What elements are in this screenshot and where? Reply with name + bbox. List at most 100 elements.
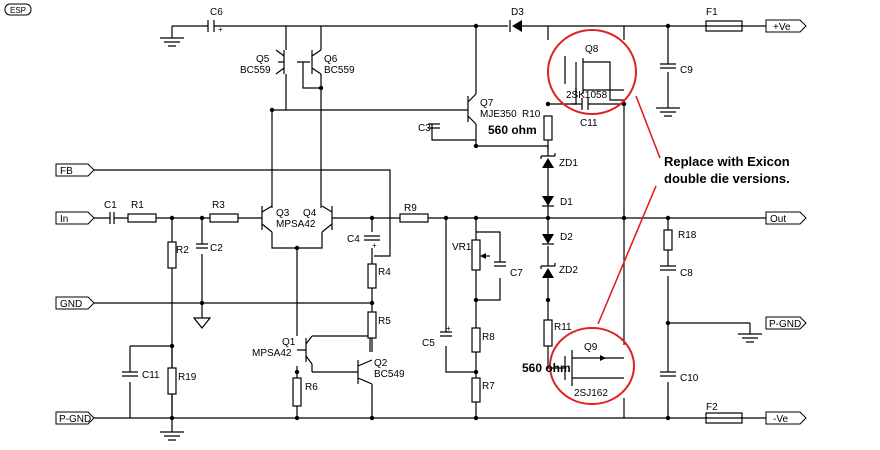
wiring: [94, 25, 766, 432]
svg-text:P-GND: P-GND: [59, 414, 91, 425]
svg-text:BC549: BC549: [374, 369, 405, 380]
svg-text:C5: C5: [422, 338, 435, 349]
svg-text:BC559: BC559: [324, 65, 355, 76]
svg-text:C11: C11: [142, 370, 160, 381]
svg-text:Q6: Q6: [324, 54, 338, 65]
svg-text:R7: R7: [482, 381, 495, 392]
svg-text:Q5: Q5: [256, 54, 270, 65]
resistor-vr1: [471, 239, 481, 271]
svg-text:R3: R3: [212, 200, 225, 211]
svg-text:R19: R19: [178, 372, 197, 383]
port-vminus: -Ve: [765, 411, 807, 425]
svg-text:+: +: [218, 25, 223, 34]
svg-text:R1: R1: [131, 200, 144, 211]
resistor-r19: [167, 367, 177, 395]
resistor-r11: [543, 319, 553, 347]
svg-text:R11: R11: [554, 322, 572, 333]
svg-text:+: +: [372, 241, 377, 250]
mosfet-annotation: Replace with Exicon double die versions.: [547, 29, 790, 405]
svg-text:MJE350: MJE350: [480, 109, 517, 120]
port-pgnd-left: P-GND: [55, 411, 95, 425]
resistors: [127, 115, 673, 407]
svg-text:Out: Out: [770, 214, 786, 225]
svg-text:Q3: Q3: [276, 208, 290, 219]
svg-text:F1: F1: [706, 7, 718, 18]
ground-symbols: [160, 37, 762, 441]
resistor-r6: [292, 377, 302, 407]
resistor-r4: [367, 263, 377, 289]
svg-text:R4: R4: [378, 267, 391, 278]
svg-text:BC559: BC559: [240, 65, 271, 76]
resistor-r9: [399, 213, 429, 223]
junctions: [169, 23, 671, 421]
svg-text:C6: C6: [210, 7, 223, 18]
svg-text:FB: FB: [60, 166, 73, 177]
port-pgnd-right: P-GND: [765, 316, 807, 330]
svg-text:C9: C9: [680, 65, 693, 76]
resistor-r5: [367, 311, 377, 339]
svg-text:C4: C4: [347, 234, 360, 245]
svg-text:R6: R6: [305, 382, 318, 393]
resistor-r2: [167, 241, 177, 269]
svg-text:C3: C3: [418, 123, 431, 134]
svg-text:In: In: [60, 214, 68, 225]
port-vplus: +Ve: [765, 19, 807, 33]
svg-text:560 ohm: 560 ohm: [488, 123, 537, 137]
diodes: [509, 20, 556, 278]
svg-text:C11: C11: [580, 118, 598, 129]
svg-text:C1: C1: [104, 200, 117, 211]
svg-text:MPSA42: MPSA42: [252, 348, 292, 359]
svg-text:R9: R9: [404, 203, 417, 214]
ring-q9: [549, 327, 635, 405]
svg-text:R5: R5: [378, 316, 391, 327]
svg-text:C2: C2: [210, 243, 223, 254]
svg-text:MPSA42: MPSA42: [276, 219, 316, 230]
svg-text:Q4: Q4: [303, 208, 317, 219]
annotation-line1: Replace with Exicon: [664, 154, 790, 169]
annotation-line2: double die versions.: [664, 171, 790, 186]
resistor-r3: [209, 213, 239, 223]
svg-text:R18: R18: [678, 230, 697, 241]
svg-text:F2: F2: [706, 402, 718, 413]
svg-text:C10: C10: [680, 373, 699, 384]
svg-text:C7: C7: [510, 268, 523, 279]
svg-text:Q1: Q1: [282, 337, 296, 348]
svg-text:P-GND: P-GND: [769, 319, 801, 330]
svg-text:+: +: [446, 324, 451, 333]
port-gnd: GND: [55, 296, 95, 310]
svg-text:ZD1: ZD1: [559, 158, 578, 169]
svg-text:Q7: Q7: [480, 98, 494, 109]
port-out: Out: [765, 211, 807, 225]
resistor-r10: [543, 115, 553, 141]
ring-q8: [547, 29, 637, 115]
port-in: In: [55, 211, 95, 225]
svg-text:Q8: Q8: [585, 44, 599, 55]
resistor-r1: [127, 213, 157, 223]
svg-text:R2: R2: [176, 245, 189, 256]
svg-text:ESP: ESP: [10, 6, 26, 15]
resistor-r18: [663, 229, 673, 251]
svg-text:-Ve: -Ve: [773, 414, 788, 425]
resistor-r8: [471, 327, 481, 353]
svg-text:R10: R10: [522, 109, 541, 120]
svg-text:+Ve: +Ve: [773, 22, 791, 33]
esp-logo: ESP: [4, 3, 32, 16]
transistors: [261, 49, 624, 386]
svg-text:GND: GND: [60, 299, 82, 310]
component-labels: C6 D3 F1 Q5 BC559 Q6 BC559 Q7 MJE350 C3 …: [104, 7, 718, 413]
svg-text:Q9: Q9: [584, 342, 598, 353]
svg-text:VR1: VR1: [452, 242, 472, 253]
svg-text:2SK1058: 2SK1058: [566, 90, 608, 101]
port-fb: FB: [55, 163, 95, 177]
svg-text:D1: D1: [560, 197, 573, 208]
svg-text:R8: R8: [482, 332, 495, 343]
svg-text:560 ohm: 560 ohm: [522, 361, 571, 375]
fuses: [705, 20, 743, 424]
svg-text:2SJ162: 2SJ162: [574, 388, 608, 399]
svg-text:Q2: Q2: [374, 358, 388, 369]
svg-text:ZD2: ZD2: [559, 265, 578, 276]
capacitors: + + +: [104, 20, 676, 377]
svg-text:D2: D2: [560, 232, 573, 243]
svg-text:C8: C8: [680, 268, 693, 279]
